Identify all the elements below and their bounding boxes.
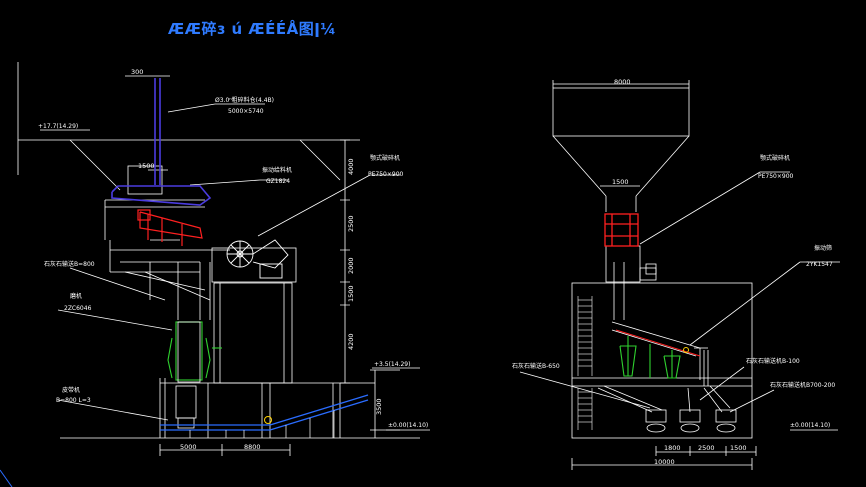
dim-v-2: 2500 [347,215,355,232]
dust-pipe [111,78,212,206]
dim-v-4: 1500 [347,285,355,302]
jaw-crusher-left [226,239,289,279]
label-out-2: 石灰石输送机B-100 [746,357,800,365]
building-frame-right [571,282,753,439]
hopper-top [552,87,690,137]
dim-bottom-left-1: 5000 [180,443,197,451]
right-elevation-view [519,80,840,470]
crusher-frame [211,247,297,283]
label-crusher-sub-right: PE750×900 [758,173,794,180]
label-mill-sub: 2ZC6046 [64,305,92,312]
dim-total-right: 10000 [654,458,675,466]
dim-bottom-left-2: 8800 [244,443,261,451]
elev-right-left: +3.5(14.29) [374,361,410,368]
belt-conveyor-left [160,394,369,431]
elev-ground-right: ±0.00(14.10) [790,422,830,429]
dim-chute-left: 1500 [138,162,155,170]
dim-v-1: 4000 [347,158,355,175]
label-bin-sub: 5000×5740 [228,108,264,115]
elev-top-left: +17.7(14.29) [38,123,78,130]
label-crusher-sub-left: PE750×900 [368,171,404,178]
motor-icon [683,347,689,353]
label-crusher-right: 颚式破碎机 [760,154,790,162]
jaw-crusher-right [604,213,639,247]
building-frame [213,282,293,384]
label-belt-sub: B=800 L=3 [56,397,91,404]
dim-chute-right: 1500 [612,178,629,186]
label-conveyor-a: 石灰石输送B=800 [44,260,95,268]
drive-pulley-icon [264,416,272,424]
dim-bottom-right-1: 1800 [664,444,681,452]
dim-top-left: 300 [131,68,143,76]
vibrating-feeder-left [137,209,203,246]
label-crusher-left: 颚式破碎机 [370,154,400,162]
label-out-3: 石灰石输送机B700-200 [770,381,835,389]
dim-bottom-right-2: 2500 [698,444,715,452]
vibrating-screen-right [619,336,681,379]
elev-ground-left: ±0.00(14.10) [388,422,428,429]
label-feeder: 振动给料机 [262,166,292,174]
label-belt: 皮带机 [62,386,80,394]
dim-v-6: 3500 [375,398,383,415]
drawing-title: ÆÆ碎ɜ ú ÆÉÉÅ图ǀ¼ [168,20,337,38]
label-screen-sub: 2YK1547 [806,261,833,268]
label-bin: Ø3.0ⁿ粗碎料仓(4.4B) [215,96,274,104]
dim-v-3: 2000 [347,257,355,274]
label-out-1: 石灰石输送B-650 [512,362,560,370]
dim-bottom-right-3: 1500 [730,444,747,452]
left-elevation-view [17,62,430,456]
dim-top-right: 8000 [614,78,631,86]
label-mill: 磨机 [70,292,82,300]
label-feeder-sub: GZ1824 [266,178,290,185]
dim-v-5: 4200 [347,333,355,350]
label-screen: 振动筛 [814,244,832,252]
bin-hopper-top [127,165,163,195]
